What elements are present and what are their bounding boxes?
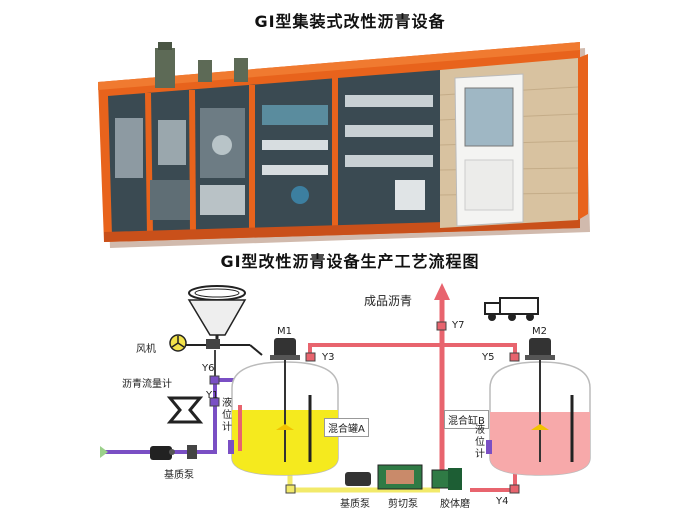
valve-y4 [509,484,520,494]
motor-m2-label: M2 [532,326,547,337]
product-label: 成品沥青 [364,294,413,308]
valve-y1-label: Y1 [206,390,219,401]
inlet-arrow [100,446,108,458]
valve-y7-label: Y7 [452,320,465,331]
product-arrow [434,283,450,300]
valve-y4-label: Y4 [496,496,509,507]
shear-pump-icon [377,464,423,490]
valve-y1 [209,397,220,407]
level-gauge-a-label: 液位计 [222,398,232,433]
base-pump-bottom-icon [345,472,371,486]
tank-b-label: 混合缸B [444,410,489,429]
motor-m1-label: M1 [277,326,292,337]
valve-y5-label: Y5 [482,352,495,363]
valve-y7 [436,321,447,331]
flowmeter-icon [166,396,204,424]
valve-y6-label: Y6 [202,363,215,374]
base-pump-bottom-label: 基质泵 [340,499,370,510]
door-window [464,87,514,147]
tank-a [231,355,339,476]
base-pump-left-label: 基质泵 [164,470,194,481]
flow-title: GI型改性沥青设备生产工艺流程图 [220,252,480,271]
base-pump-left-icon [150,446,172,460]
colloid-mill-label: 胶体磨 [440,499,470,510]
colloid-mill-icon [431,468,462,490]
level-gauge-b-label: 液位计 [475,425,485,460]
valve-y3-label: Y3 [322,352,335,363]
tank-b [489,355,591,476]
valve-y6 [209,375,220,385]
product-pipe [434,283,450,480]
motor-m1-icon [270,338,300,360]
shear-pump-label: 剪切泵 [388,499,418,510]
truck-icon [484,297,539,321]
valve-y3 [305,352,316,362]
hopper [187,285,247,345]
photo-title: GI型集装式改性沥青设备 [254,12,446,31]
motor-m2-icon [525,338,555,360]
flowmeter-label: 沥青流量计 [122,379,172,390]
valve-y5 [509,352,520,362]
fan-label: 风机 [136,344,156,355]
tank-a-label: 混合罐A [324,418,369,437]
